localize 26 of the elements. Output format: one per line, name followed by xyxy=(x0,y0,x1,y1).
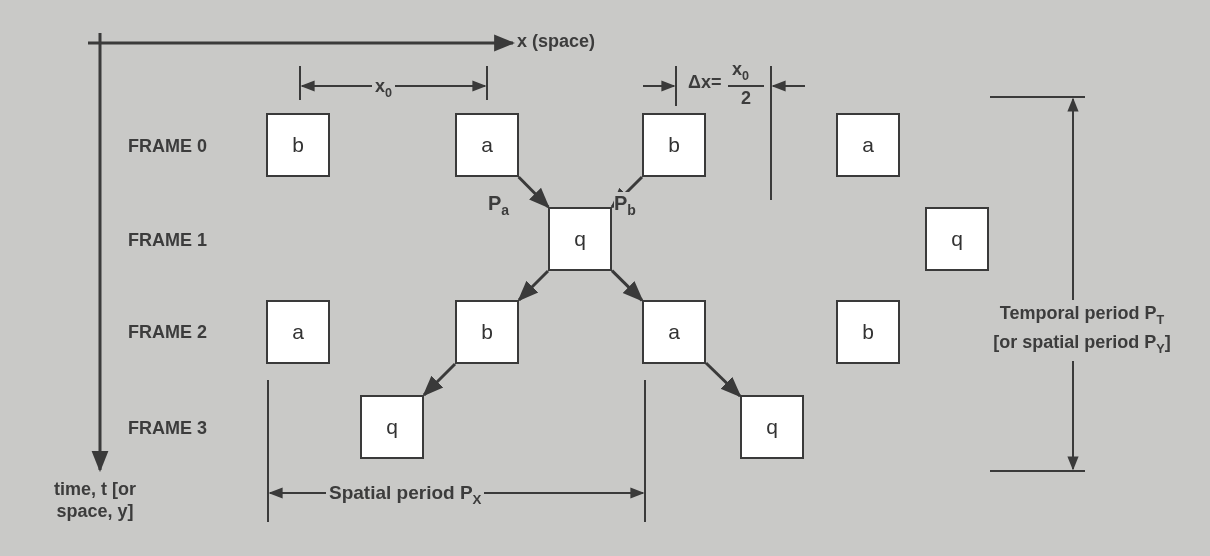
row-label: FRAME 0 xyxy=(128,135,207,157)
arrow xyxy=(422,362,457,397)
letter-box: a xyxy=(642,300,706,364)
letter-box: a xyxy=(455,113,519,177)
letter-box: q xyxy=(548,207,612,271)
dimension-label: x$_{0}$ xyxy=(732,58,750,85)
letter-box: b xyxy=(642,113,706,177)
arrow xyxy=(517,269,550,302)
arrow xyxy=(517,175,550,209)
arrow xyxy=(610,269,644,302)
letter-box: b xyxy=(266,113,330,177)
axis-label: time, t [or space, y] xyxy=(53,478,137,522)
dimension-label: 2 xyxy=(741,87,751,109)
letter-box: b xyxy=(455,300,519,364)
letter-box: q xyxy=(360,395,424,459)
row-label: FRAME 1 xyxy=(128,229,207,251)
letter-box: b xyxy=(836,300,900,364)
letter-box: a xyxy=(836,113,900,177)
arrow xyxy=(704,361,742,398)
row-label: FRAME 2 xyxy=(128,321,207,343)
letter-box: q xyxy=(925,207,989,271)
letter-box: q xyxy=(740,395,804,459)
row-label: FRAME 3 xyxy=(128,417,207,439)
dimension-label: Δx= xyxy=(688,71,722,93)
axis-label: x (space) xyxy=(517,30,596,52)
letter-box: a xyxy=(266,300,330,364)
